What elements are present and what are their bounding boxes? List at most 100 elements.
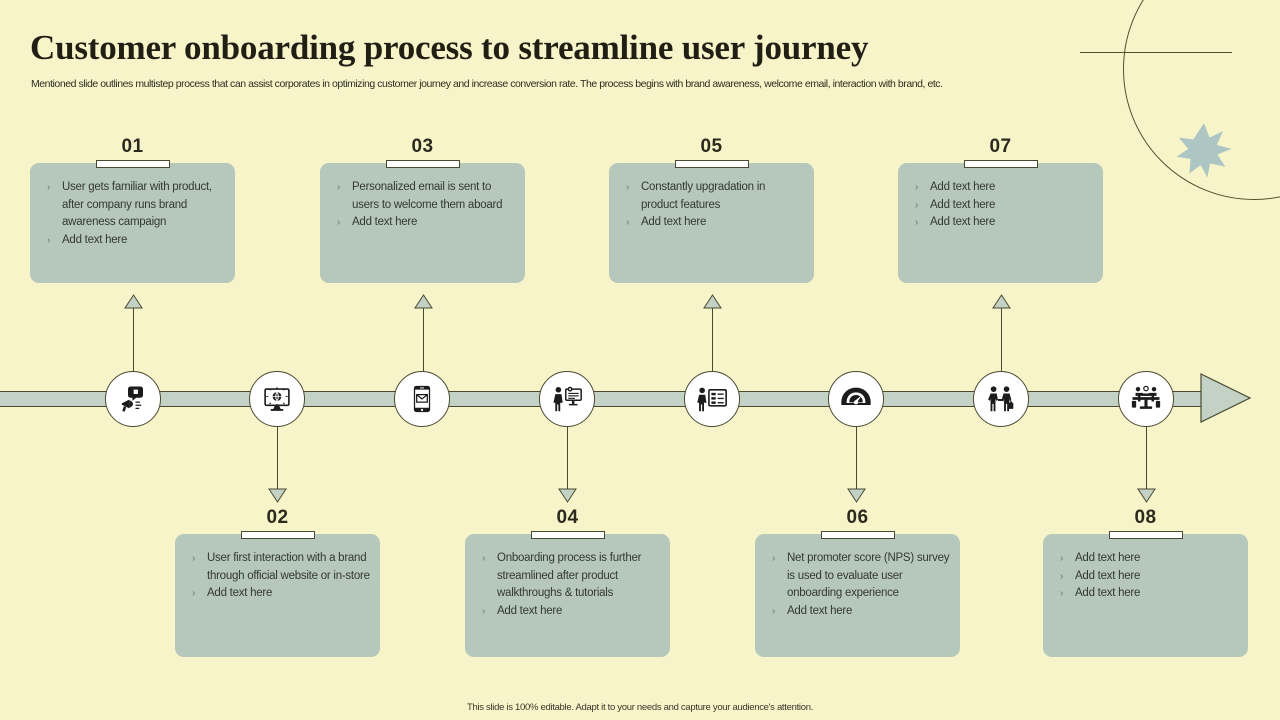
decorative-corner-group xyxy=(1080,0,1280,210)
chevron-right-icon: › xyxy=(626,217,630,228)
chevron-right-icon: › xyxy=(626,182,630,193)
connector-line-02 xyxy=(277,427,279,489)
list-item: ›Personalized email is sent to users to … xyxy=(337,181,503,211)
step-number-03: 03 xyxy=(411,136,434,157)
list-item: ›User first interaction with a brand thr… xyxy=(192,552,370,582)
list-item: ›Add text here xyxy=(619,214,804,232)
step-number-07: 07 xyxy=(989,136,1012,157)
editable-note: This slide is 100% editable. Adapt it to… xyxy=(466,702,814,713)
page-subtitle: Mentioned slide outlines multistep proce… xyxy=(31,78,943,90)
list-item: ›Add text here xyxy=(1053,568,1238,586)
step-card-03[interactable]: ›Personalized email is sent to users to … xyxy=(320,159,525,283)
timeline-arrow-icon xyxy=(1200,373,1252,428)
card-tab-08 xyxy=(1108,530,1183,539)
bullet-list-08: ›Add text here ›Add text here ›Add text … xyxy=(1053,550,1238,603)
card-tab-07 xyxy=(963,159,1038,168)
gauge-speedometer-icon xyxy=(840,384,872,414)
step-card-08[interactable]: ›Add text here ›Add text here ›Add text … xyxy=(1043,530,1248,657)
step-number-08: 08 xyxy=(1134,507,1157,528)
timeline-node-07[interactable] xyxy=(973,371,1029,427)
connector-line-05 xyxy=(712,302,714,372)
mobile-email-icon xyxy=(407,384,437,414)
list-item: ›Constantly upgradation in product featu… xyxy=(626,181,766,211)
chevron-right-icon: › xyxy=(47,234,51,246)
step-number-02: 02 xyxy=(266,507,289,528)
monitor-globe-website-icon xyxy=(262,384,292,414)
handshake-people-icon xyxy=(985,384,1017,414)
chevron-right-icon: › xyxy=(47,182,51,193)
chevron-right-icon: › xyxy=(772,553,776,564)
bullet-list-02: ›User first interaction with a brand thr… xyxy=(185,550,370,603)
list-item: ›Add text here xyxy=(330,214,515,232)
list-item: ›Add text here xyxy=(908,197,1093,215)
chevron-right-icon: › xyxy=(915,199,919,211)
step-number-01: 01 xyxy=(121,136,144,157)
arc-decoration-icon xyxy=(1123,0,1280,200)
bullet-list-04: ›Onboarding process is further streamlin… xyxy=(475,550,660,620)
connector-line-07 xyxy=(1001,302,1003,372)
chevron-right-icon: › xyxy=(772,605,776,617)
card-tab-06 xyxy=(820,530,895,539)
step-number-05: 05 xyxy=(700,136,723,157)
timeline-node-03[interactable] xyxy=(394,371,450,427)
list-item: ›Onboarding process is further streamlin… xyxy=(482,552,642,599)
chevron-right-icon: › xyxy=(337,182,341,193)
step-number-06: 06 xyxy=(846,507,869,528)
meeting-table-people-icon xyxy=(1130,384,1162,414)
timeline-node-06[interactable] xyxy=(828,371,884,427)
bullet-list-01: ›User gets familiar with product, after … xyxy=(40,179,225,249)
card-tab-02 xyxy=(240,530,315,539)
list-item: ›Add text here xyxy=(908,214,1093,232)
chevron-right-icon: › xyxy=(482,605,486,617)
bullet-list-03: ›Personalized email is sent to users to … xyxy=(330,179,515,232)
line-decoration-icon xyxy=(1080,52,1232,53)
card-tab-04 xyxy=(530,530,605,539)
chevron-right-icon: › xyxy=(192,553,196,564)
connector-line-01 xyxy=(133,302,135,372)
chevron-right-icon: › xyxy=(337,217,341,228)
timeline-node-01[interactable] xyxy=(105,371,161,427)
step-card-04[interactable]: ›Onboarding process is further streamlin… xyxy=(465,530,670,657)
person-presentation-setup-icon xyxy=(551,384,583,414)
connector-line-08 xyxy=(1146,427,1148,489)
list-item: ›Add text here xyxy=(908,179,1093,197)
card-tab-03 xyxy=(385,159,460,168)
list-item: ›Add text here xyxy=(185,585,370,603)
step-card-01[interactable]: ›User gets familiar with product, after … xyxy=(30,159,235,283)
step-number-04: 04 xyxy=(556,507,579,528)
bullet-list-07: ›Add text here ›Add text here ›Add text … xyxy=(908,179,1093,232)
card-tab-01 xyxy=(95,159,170,168)
page-title: Customer onboarding process to streamlin… xyxy=(30,28,869,67)
list-item: ›Add text here xyxy=(40,232,225,250)
timeline-node-04[interactable] xyxy=(539,371,595,427)
list-item: ›Add text here xyxy=(1053,585,1238,603)
chevron-right-icon: › xyxy=(915,217,919,228)
step-card-06[interactable]: ›Net promoter score (NPS) survey is used… xyxy=(755,530,960,657)
bullet-list-05: ›Constantly upgradation in product featu… xyxy=(619,179,804,232)
chevron-right-icon: › xyxy=(1060,588,1064,599)
chevron-right-icon: › xyxy=(915,182,919,193)
step-card-05[interactable]: ›Constantly upgradation in product featu… xyxy=(609,159,814,283)
star-burst-decoration-icon xyxy=(1176,122,1232,178)
bullet-list-06: ›Net promoter score (NPS) survey is used… xyxy=(765,550,950,620)
megaphone-announcement-icon xyxy=(118,384,148,414)
chevron-right-icon: › xyxy=(482,553,486,564)
person-checklist-board-icon xyxy=(696,384,728,414)
connector-line-03 xyxy=(423,302,425,372)
chevron-right-icon: › xyxy=(192,588,196,599)
list-item: ›User gets familiar with product, after … xyxy=(47,181,212,228)
list-item: ›Add text here xyxy=(765,603,950,621)
chevron-right-icon: › xyxy=(1060,570,1064,582)
timeline-node-05[interactable] xyxy=(684,371,740,427)
list-item: ›Add text here xyxy=(475,603,660,621)
timeline-node-08[interactable] xyxy=(1118,371,1174,427)
step-card-07[interactable]: ›Add text here ›Add text here ›Add text … xyxy=(898,159,1103,283)
list-item: ›Add text here xyxy=(1053,550,1238,568)
timeline-node-02[interactable] xyxy=(249,371,305,427)
connector-line-04 xyxy=(567,427,569,489)
step-card-02[interactable]: ›User first interaction with a brand thr… xyxy=(175,530,380,657)
connector-line-06 xyxy=(856,427,858,489)
list-item: ›Net promoter score (NPS) survey is used… xyxy=(772,552,950,599)
chevron-right-icon: › xyxy=(1060,553,1064,564)
